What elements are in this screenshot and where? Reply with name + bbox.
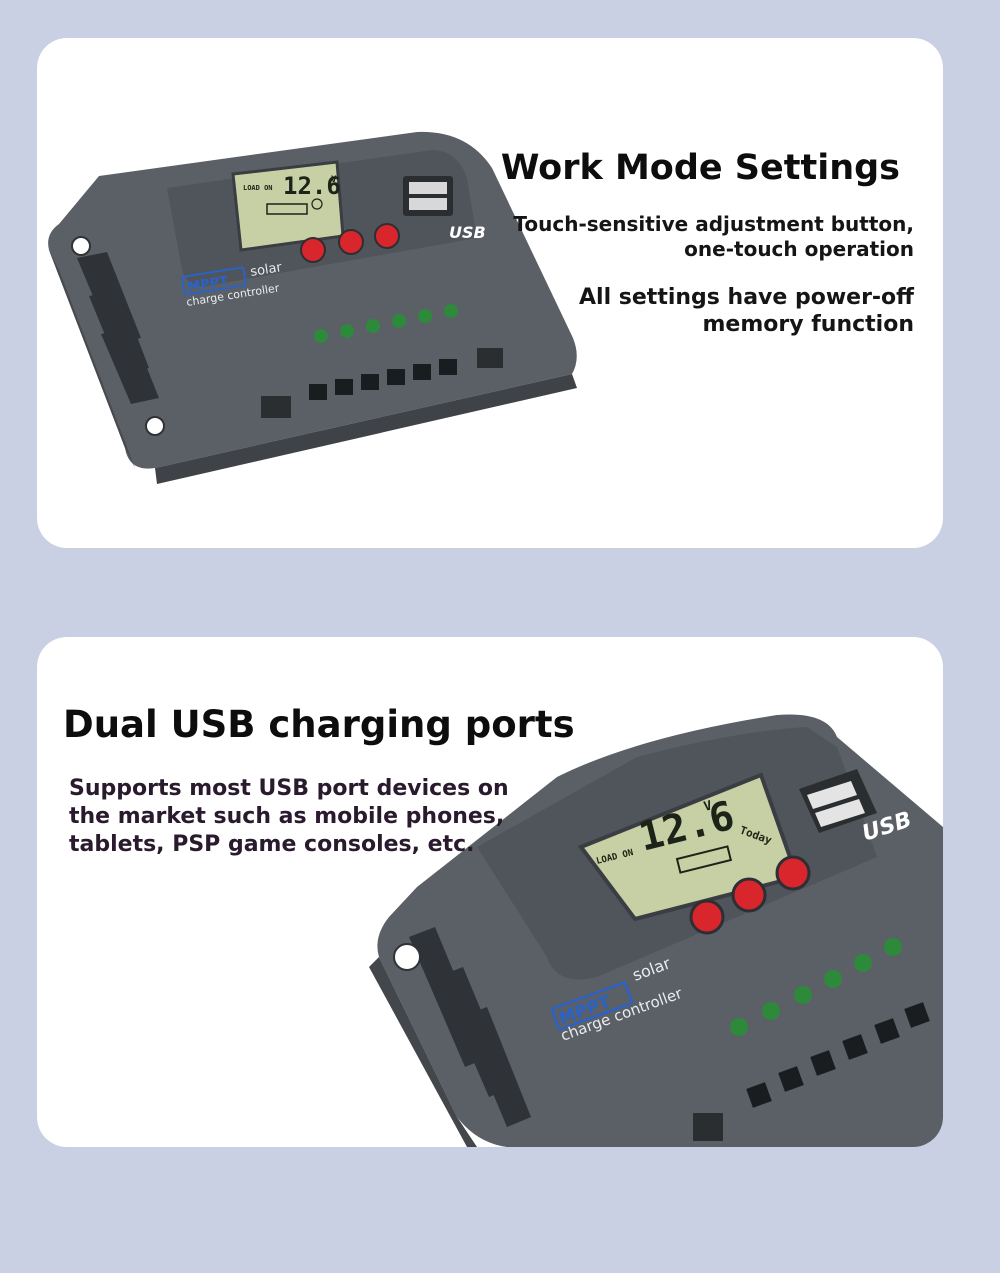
description-line: tablets, PSP game consoles, etc. bbox=[69, 832, 475, 857]
lcd-voltage-unit: V bbox=[331, 175, 337, 185]
mode-button bbox=[300, 237, 326, 263]
section-title-work-mode: Work Mode Settings bbox=[500, 148, 900, 188]
feature-line: Touch-sensitive adjustment button, bbox=[513, 212, 914, 236]
down-button bbox=[775, 855, 811, 891]
section-title-dual-usb: Dual USB charging ports bbox=[63, 703, 575, 746]
up-button bbox=[338, 229, 364, 255]
brand-mppt: MPPT bbox=[187, 274, 230, 295]
feature-card-dual-usb: LOAD ON 12.6 V Today USB MPPT solar char… bbox=[37, 637, 943, 1147]
feature-line: memory function bbox=[702, 312, 914, 337]
feature-touch-button: Touch-sensitive adjustment button, one-t… bbox=[513, 212, 914, 262]
usb-logo: USB bbox=[449, 223, 486, 242]
lcd-voltage-unit: V bbox=[702, 798, 713, 814]
charge-controller-closeup-photo: LOAD ON 12.6 V Today USB MPPT solar char… bbox=[369, 714, 943, 1147]
mode-button bbox=[689, 899, 725, 935]
description-line: Supports most USB port devices on bbox=[69, 776, 509, 801]
lcd-load-label: LOAD ON bbox=[243, 184, 273, 192]
lcd-voltage-value: 12.6 bbox=[283, 172, 341, 200]
feature-line: All settings have power-off bbox=[579, 285, 914, 310]
usb-description: Supports most USB port devices on the ma… bbox=[69, 775, 509, 859]
down-button bbox=[374, 223, 400, 249]
feature-line: one-touch operation bbox=[684, 237, 914, 261]
brand-solar: solar bbox=[249, 260, 283, 280]
charge-controller-photo: LOAD ON 12.6 V USB MPPT solar charge con… bbox=[48, 131, 577, 484]
feature-card-work-mode: LOAD ON 12.6 V USB MPPT solar charge con… bbox=[37, 38, 943, 548]
up-button bbox=[731, 877, 767, 913]
feature-memory: All settings have power-off memory funct… bbox=[579, 284, 914, 338]
description-line: the market such as mobile phones, bbox=[69, 804, 505, 829]
